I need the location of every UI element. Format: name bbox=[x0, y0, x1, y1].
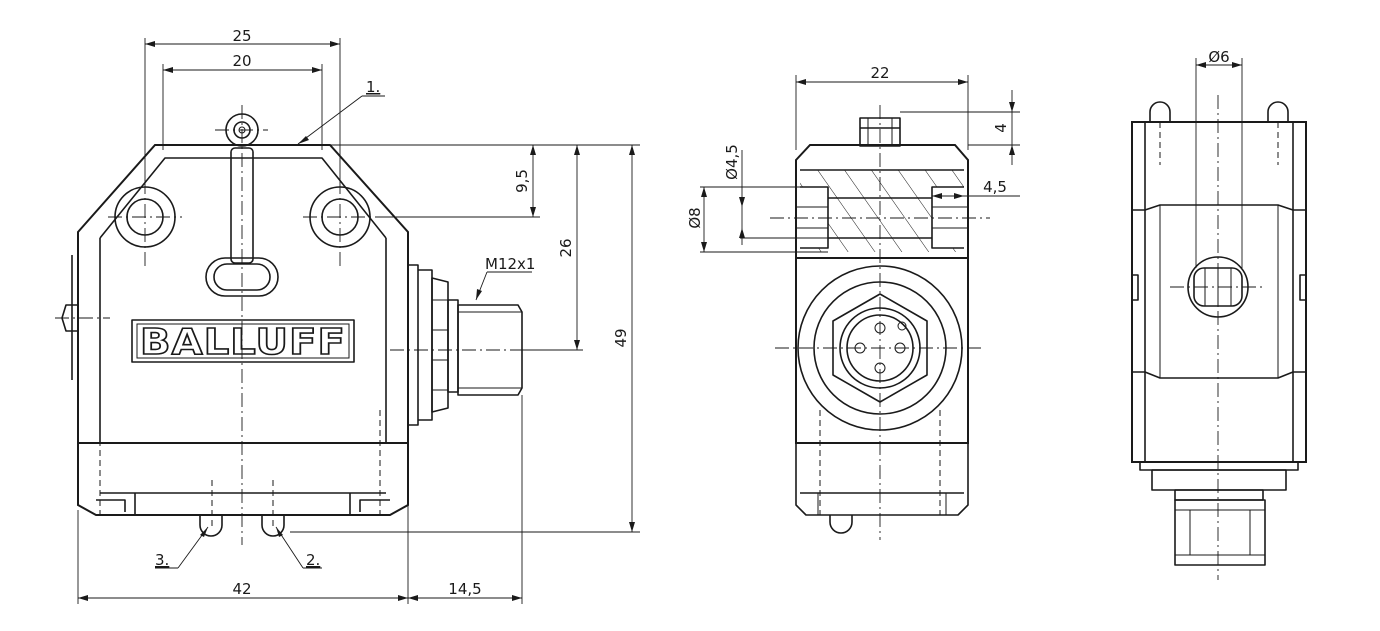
dim-dia-4-5: Ø4,5 bbox=[723, 144, 741, 180]
dim-42: 42 bbox=[232, 580, 251, 598]
dim-22: 22 bbox=[870, 64, 889, 82]
side-view: 22 4 4,5 Ø4,5 Ø8 bbox=[686, 64, 1020, 540]
dim-4-5: 4,5 bbox=[983, 178, 1007, 196]
callout-2: 2. bbox=[306, 551, 320, 569]
callout-3: 3. bbox=[155, 551, 169, 569]
dim-49: 49 bbox=[612, 328, 630, 347]
brand-logo: BALLUFF bbox=[140, 322, 346, 363]
logo-frame bbox=[131, 319, 355, 363]
dim-4: 4 bbox=[992, 123, 1010, 133]
front-base bbox=[77, 443, 409, 516]
dim-dia-6: Ø6 bbox=[1208, 48, 1229, 66]
callout-1: 1. bbox=[366, 78, 380, 96]
dim-9-5: 9,5 bbox=[513, 169, 531, 193]
thread-label: M12x1 bbox=[485, 255, 535, 273]
dim-dia-8: Ø8 bbox=[686, 207, 704, 228]
front-body-outline bbox=[77, 144, 409, 444]
dim-14-5: 14,5 bbox=[448, 580, 481, 598]
top-body bbox=[1131, 121, 1307, 463]
front-connector bbox=[408, 264, 523, 426]
dim-25: 25 bbox=[232, 27, 251, 45]
top-view: Ø6 bbox=[1131, 48, 1307, 580]
side-body-lower bbox=[795, 257, 969, 444]
front-view: BALLUFF bbox=[55, 27, 640, 604]
dim-20: 20 bbox=[232, 52, 251, 70]
dim-26: 26 bbox=[557, 238, 575, 257]
